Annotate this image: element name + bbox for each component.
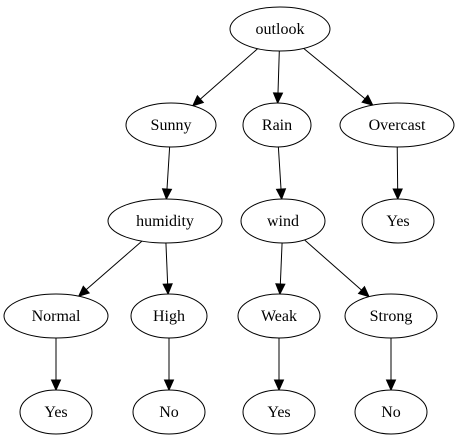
arrowhead-icon xyxy=(357,285,370,298)
node-label: Yes xyxy=(267,404,290,421)
edge-overcast-to-yes_overcast xyxy=(392,146,403,201)
edge-wind-to-strong xyxy=(304,239,370,298)
node-label: Sunny xyxy=(151,117,192,134)
node-weak: Weak xyxy=(237,293,321,339)
arrowhead-icon xyxy=(191,94,205,107)
node-label: High xyxy=(153,308,185,325)
node-wind: wind xyxy=(240,198,326,244)
node-high: High xyxy=(130,293,208,339)
node-yes_overcast: Yes xyxy=(361,198,435,244)
edge-line xyxy=(277,146,282,190)
edge-line xyxy=(166,146,171,190)
node-rain: Rain xyxy=(242,102,312,148)
node-ellipse xyxy=(229,6,331,52)
node-label: No xyxy=(381,404,401,421)
node-yes_normal: Yes xyxy=(19,389,93,435)
node-ellipse xyxy=(242,102,312,148)
node-ellipse xyxy=(19,389,93,435)
node-ellipse xyxy=(242,389,316,435)
node-ellipse xyxy=(240,198,326,244)
edge-rain-to-wind xyxy=(275,146,287,201)
node-ellipse xyxy=(237,293,321,339)
node-yes_weak: Yes xyxy=(242,389,316,435)
arrowhead-icon xyxy=(392,188,403,201)
edges-layer xyxy=(50,48,403,392)
node-label: Rain xyxy=(262,117,292,134)
node-normal: Normal xyxy=(3,293,109,339)
arrowhead-icon xyxy=(273,379,285,392)
node-ellipse xyxy=(107,198,223,244)
node-label: Normal xyxy=(32,308,81,325)
edge-line xyxy=(200,48,258,100)
edge-weak-to-yes_weak xyxy=(273,338,285,392)
node-ellipse xyxy=(125,102,217,148)
node-ellipse xyxy=(354,389,428,435)
node-overcast: Overcast xyxy=(339,102,455,148)
node-label: Strong xyxy=(370,308,413,325)
arrowhead-icon xyxy=(163,379,175,392)
edge-high-to-no_high xyxy=(163,338,175,392)
edge-sunny-to-humidity xyxy=(161,146,173,201)
arrowhead-icon xyxy=(275,188,287,201)
edge-strong-to-no_strong xyxy=(385,338,397,392)
node-label: Yes xyxy=(44,404,67,421)
node-ellipse xyxy=(344,293,438,339)
arrowhead-icon xyxy=(361,94,374,106)
edge-normal-to-yes_normal xyxy=(50,338,62,392)
node-outlook: outlook xyxy=(229,6,331,52)
node-label: outlook xyxy=(256,21,305,38)
edge-line xyxy=(279,242,283,285)
node-label: wind xyxy=(267,213,299,230)
arrowhead-icon xyxy=(385,379,397,392)
node-label: Yes xyxy=(386,213,409,230)
node-label: Weak xyxy=(261,308,297,325)
node-humidity: humidity xyxy=(107,198,223,244)
edge-line xyxy=(85,240,143,291)
arrowhead-icon xyxy=(272,92,284,105)
node-ellipse xyxy=(130,293,208,339)
edge-outlook-to-rain xyxy=(272,50,284,105)
node-no_high: No xyxy=(132,389,206,435)
arrowhead-icon xyxy=(162,283,173,296)
node-ellipse xyxy=(339,102,455,148)
node-ellipse xyxy=(361,198,435,244)
node-strong: Strong xyxy=(344,293,438,339)
edge-line xyxy=(277,50,280,94)
arrowhead-icon xyxy=(275,283,286,296)
edge-line xyxy=(304,239,362,291)
edge-humidity-to-normal xyxy=(77,240,143,298)
arrowhead-icon xyxy=(50,379,62,392)
edge-line xyxy=(303,48,366,100)
node-sunny: Sunny xyxy=(125,102,217,148)
edge-outlook-to-sunny xyxy=(191,48,258,107)
edge-line xyxy=(165,242,169,285)
node-ellipse xyxy=(3,293,109,339)
edge-wind-to-weak xyxy=(275,242,286,296)
edge-outlook-to-overcast xyxy=(303,48,374,106)
node-ellipse xyxy=(132,389,206,435)
node-label: No xyxy=(159,404,179,421)
node-label: Overcast xyxy=(369,117,426,134)
arrowhead-icon xyxy=(77,285,91,298)
edge-humidity-to-high xyxy=(162,242,173,296)
node-no_strong: No xyxy=(354,389,428,435)
node-label: humidity xyxy=(136,213,194,230)
arrowhead-icon xyxy=(161,188,173,201)
